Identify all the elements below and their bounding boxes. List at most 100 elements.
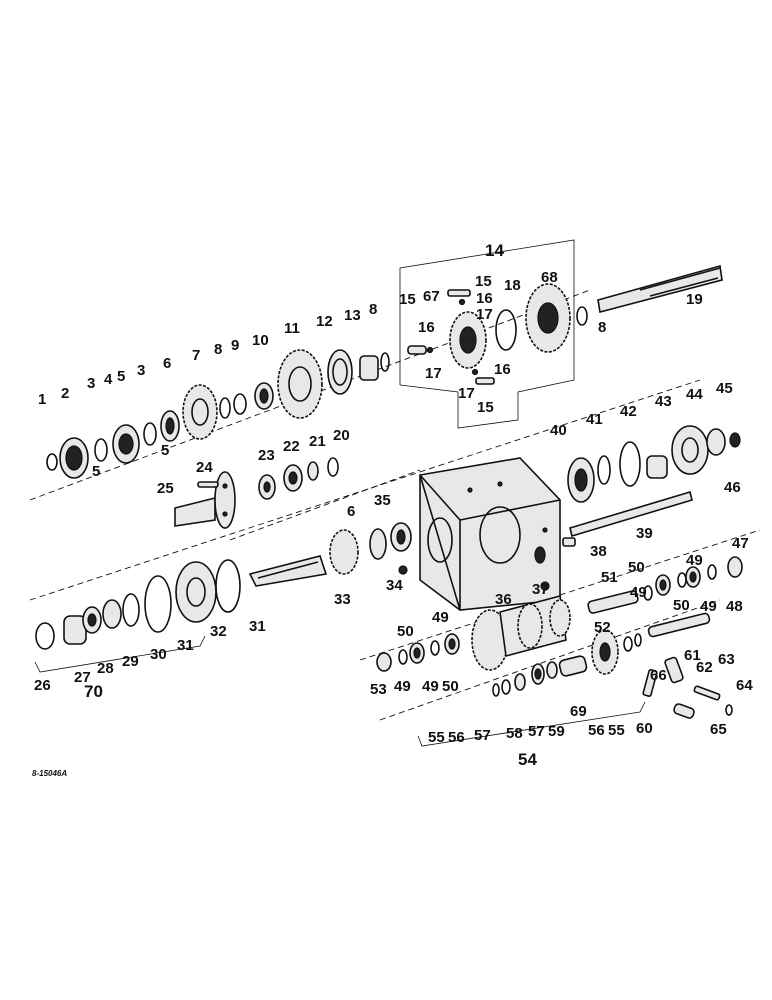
callout-32: 32 xyxy=(210,623,227,640)
part-15-pin xyxy=(407,345,427,355)
callout-6a: 6 xyxy=(163,355,171,372)
part-8-ring-b xyxy=(380,352,390,372)
callout-7: 7 xyxy=(192,347,200,364)
callout-69: 69 xyxy=(570,703,587,720)
part-62-pin xyxy=(693,685,721,701)
callout-61: 61 xyxy=(684,647,701,664)
callout-31a: 31 xyxy=(177,637,194,654)
part-13-sleeve xyxy=(359,355,379,381)
callout-15c: 15 xyxy=(477,399,494,416)
callout-53: 53 xyxy=(370,681,387,698)
part-61-fork xyxy=(664,656,684,684)
callout-44: 44 xyxy=(686,386,703,403)
part-16-ball xyxy=(426,346,434,354)
part-35-bearing xyxy=(390,522,412,552)
part-32-housing xyxy=(175,561,217,623)
callout-19: 19 xyxy=(686,291,703,308)
part-55-ring-b xyxy=(634,633,642,647)
part-59-sleeve xyxy=(558,655,588,677)
part-2-gear-hub xyxy=(59,437,89,479)
part-58-bearing xyxy=(531,663,545,685)
part-43-sleeve xyxy=(646,455,668,479)
callout-57b: 57 xyxy=(528,723,545,740)
part-44-retainer xyxy=(671,425,709,475)
part-22-bearing xyxy=(283,464,303,492)
group-54-bracket xyxy=(417,701,646,747)
callout-20: 20 xyxy=(333,427,350,444)
part-8-ring xyxy=(219,397,231,419)
part-50-bearing-d xyxy=(685,566,701,588)
callout-46: 46 xyxy=(724,479,741,496)
callout-56b: 56 xyxy=(588,722,605,739)
part-3-ring xyxy=(94,438,108,462)
callout-49c: 49 xyxy=(630,584,647,601)
callout-51: 51 xyxy=(601,569,618,586)
callout-10: 10 xyxy=(252,332,269,349)
input-shaft-parts xyxy=(248,522,412,587)
callout-25: 25 xyxy=(157,480,174,497)
figure-reference: 8-15046A xyxy=(32,769,67,778)
callout-49a: 49 xyxy=(686,552,703,569)
callout-16c: 16 xyxy=(494,361,511,378)
callout-5b: 5 xyxy=(92,463,100,480)
callout-39: 39 xyxy=(636,525,653,542)
part-56-washer xyxy=(501,679,511,695)
shift-parts xyxy=(642,656,733,719)
callout-23: 23 xyxy=(258,447,275,464)
callout-15a: 15 xyxy=(399,291,416,308)
part-39-shaft xyxy=(569,490,693,538)
part-49-spacer-d xyxy=(677,572,687,588)
part-67-sync-sleeve xyxy=(449,311,487,369)
middle-left-parts xyxy=(174,457,339,529)
callout-15b: 15 xyxy=(475,273,492,290)
group-14-label: 14 xyxy=(485,241,504,260)
part-24-pin xyxy=(197,481,219,488)
part-6-blocker-ring-b xyxy=(369,528,387,560)
part-50-bearing-b xyxy=(444,633,460,655)
part-60-shaft xyxy=(647,612,711,638)
callout-22: 22 xyxy=(283,438,300,455)
part-57-spacer-b xyxy=(546,661,558,679)
part-3-ring-b xyxy=(143,422,157,446)
right-side-parts xyxy=(562,425,741,547)
callout-59: 59 xyxy=(548,723,565,740)
callout-55a: 55 xyxy=(428,729,445,746)
part-33-input-shaft xyxy=(248,529,359,587)
callout-50b: 50 xyxy=(673,597,690,614)
callout-6b: 6 xyxy=(347,503,355,520)
part-31-gasket-b xyxy=(215,559,241,613)
callout-66: 66 xyxy=(650,667,667,684)
part-48-washer xyxy=(727,556,743,578)
part-42-gasket xyxy=(619,441,641,487)
callout-13: 13 xyxy=(344,307,361,324)
part-6-blocker-ring xyxy=(160,410,180,442)
part-31-gasket xyxy=(144,575,172,633)
group-70-label: 70 xyxy=(84,682,103,701)
part-40-bearing xyxy=(567,457,595,503)
part-23-bearing xyxy=(258,474,276,500)
part-49-spacer xyxy=(398,649,408,665)
group-54-label: 54 xyxy=(518,750,537,769)
part-36-plug xyxy=(540,581,550,591)
callout-33: 33 xyxy=(334,591,351,608)
callout-63: 63 xyxy=(718,651,735,668)
part-66-pin xyxy=(642,669,658,697)
callout-28: 28 xyxy=(97,660,114,677)
callout-49f: 49 xyxy=(422,678,439,695)
part-28-bearing xyxy=(82,606,102,634)
callout-21: 21 xyxy=(309,433,326,450)
callout-5a: 5 xyxy=(117,368,125,385)
callout-18: 18 xyxy=(504,277,521,294)
callout-3b: 3 xyxy=(137,362,145,379)
part-15-pin-b xyxy=(447,289,471,297)
part-21-washer xyxy=(307,461,319,481)
callout-41: 41 xyxy=(586,411,603,428)
callout-34: 34 xyxy=(386,577,403,594)
part-57-spacer xyxy=(514,673,526,691)
callout-43: 43 xyxy=(655,393,672,410)
callout-36: 36 xyxy=(495,591,512,608)
callout-1: 1 xyxy=(38,391,46,408)
callout-40: 40 xyxy=(550,422,567,439)
part-38-plug xyxy=(562,537,576,547)
